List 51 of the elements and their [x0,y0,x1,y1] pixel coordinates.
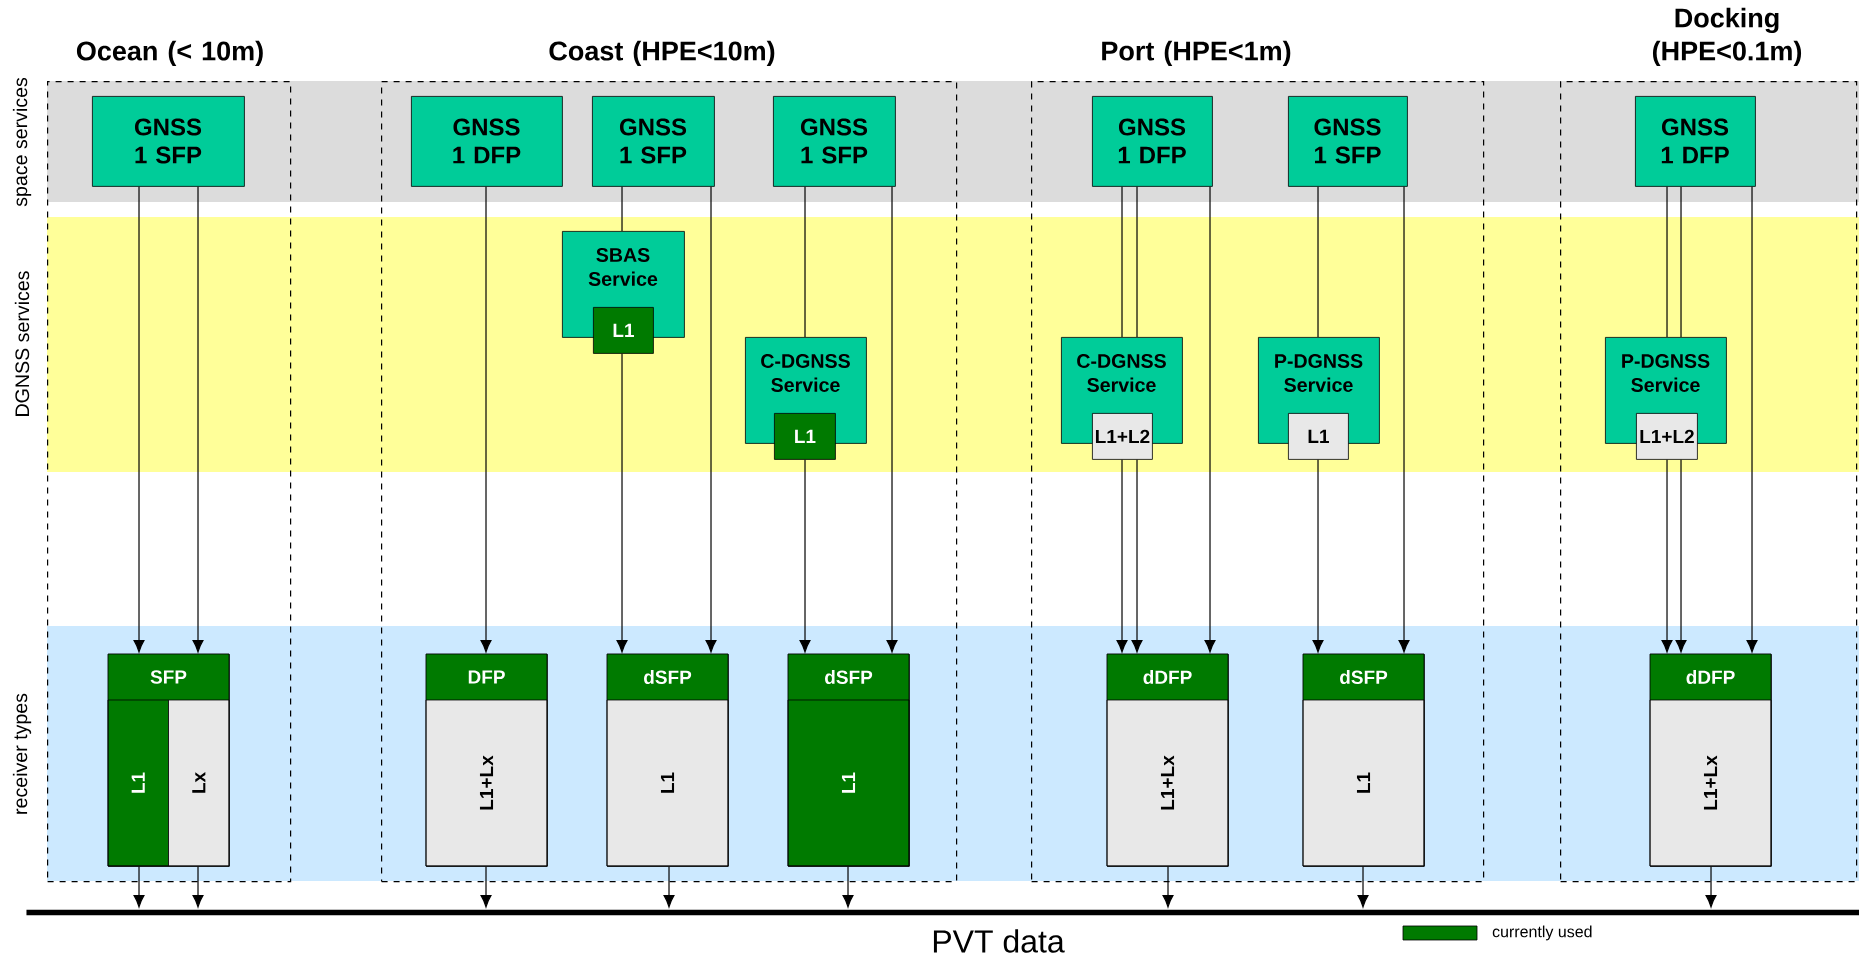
arrow [1746,186,1758,653]
arrow [705,186,717,653]
arrow [842,866,854,908]
band-label: receiver types [12,693,32,814]
receiver-box: dDFP L1+Lx [1106,653,1229,867]
arrow [1398,186,1410,653]
arrow [1312,459,1324,653]
arrow [480,866,492,908]
receiver-box: SFP L1 Lx [107,653,230,867]
arrow [133,866,145,908]
signal-box: L1+L2 [1636,413,1698,460]
node-label: Docking (HPE<0.1m) [1652,7,1802,66]
satellite-service-box: GNSS 1 SFP [773,96,896,187]
legend-label: currently used [1492,925,1592,941]
satellite-service-box: GNSS 1 DFP [1635,96,1756,187]
arrow [799,459,811,653]
arrow [663,866,675,908]
signal-box: L1 [593,307,654,354]
receiver-box: dDFP L1+Lx [1649,653,1772,867]
receiver-box: DFP L1+Lx [425,653,548,867]
arrow [1204,186,1216,653]
arrow [1162,866,1174,908]
arrow [480,186,492,653]
satellite-service-box: GNSS 1 DFP [1092,96,1213,187]
receiver-box: dSFP L1 [787,653,910,867]
arrow [1705,866,1717,908]
arrow [1131,459,1143,653]
arrow [192,186,204,653]
arrow [1357,866,1369,908]
band-label: space services [12,77,32,207]
arrow [616,353,628,653]
satellite-service-box: GNSS 1 DFP [411,96,563,187]
satellite-service-box: GNSS 1 SFP [92,96,245,187]
signal-box: L1 [1288,413,1349,460]
node-label: Port (HPE<1m) [1102,40,1291,66]
arrow [1661,459,1673,653]
satellite-service-box: GNSS 1 SFP [1288,96,1408,187]
node-label: PVT data [933,929,1065,953]
arrow [1116,459,1128,653]
arrow [1675,459,1687,653]
node-label: Ocean (< 10m) [76,40,263,66]
arrow [886,186,898,653]
receiver-box: dSFP L1 [1302,653,1425,867]
band-label: DGNSS services [14,271,30,416]
signal-box: L1 [774,413,836,460]
receiver-box: dSFP L1 [606,653,729,867]
arrow [192,866,204,908]
signal-box: L1+L2 [1092,413,1153,460]
satellite-service-box: GNSS 1 SFP [592,96,715,187]
arrow [133,186,145,653]
node-label: Coast (HPE<10m) [549,40,775,66]
